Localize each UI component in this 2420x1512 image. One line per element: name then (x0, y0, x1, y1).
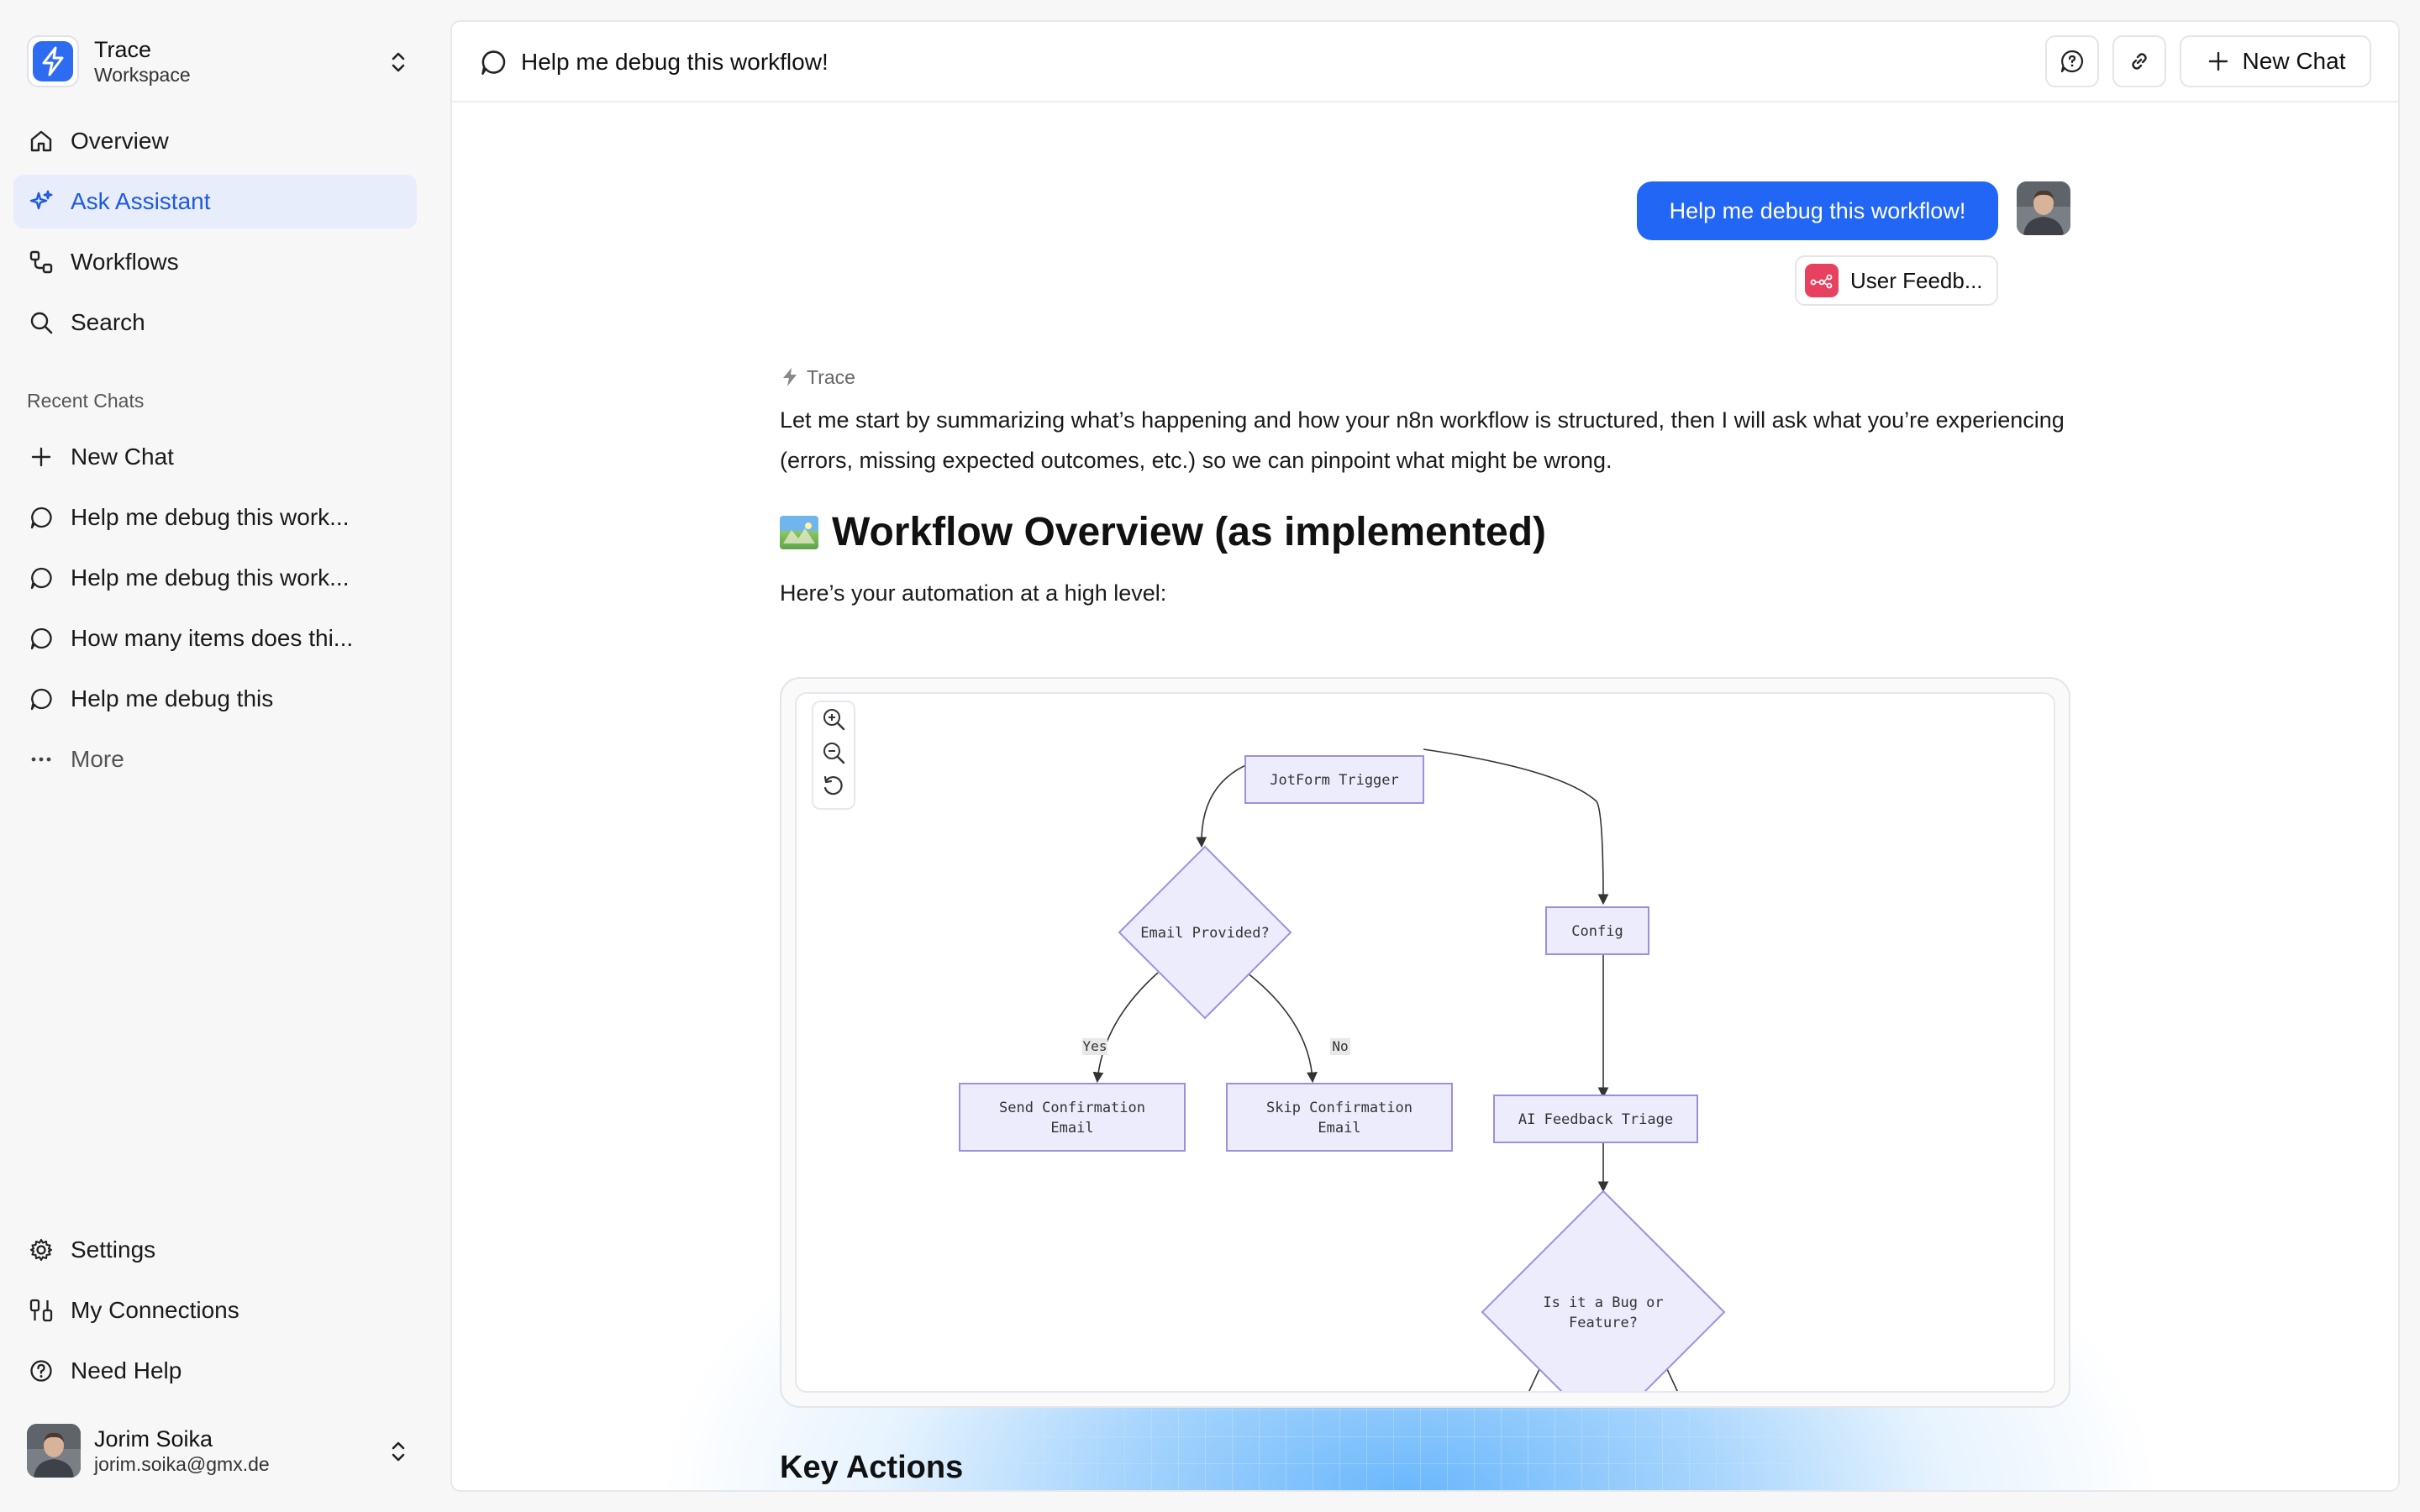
link-icon (2132, 53, 2147, 70)
plus-icon (27, 443, 55, 471)
node-send-confirmation-label-1: Send Confirmation (999, 1100, 1145, 1116)
nav-overview-label: Overview (71, 128, 169, 154)
edge-label-yes: Yes (1083, 1038, 1107, 1054)
chat-title: Help me debug this workflow! (521, 49, 829, 75)
node-send-confirmation (959, 1083, 1186, 1152)
avatar (2017, 181, 2070, 235)
recent-chat-item[interactable]: Help me debug this work... (13, 491, 417, 544)
nav-settings[interactable]: Settings (13, 1223, 417, 1277)
new-chat-button[interactable]: New Chat (2180, 35, 2371, 87)
chevron-up-down-icon (392, 1441, 405, 1462)
help-circle-icon (27, 1357, 55, 1385)
section-heading: Workflow Overview (as implemented) (780, 509, 2074, 555)
recent-chat-label: Help me debug this work... (71, 564, 350, 591)
chat-bubble-icon (479, 48, 508, 76)
node-skip-confirmation (1226, 1083, 1453, 1152)
gear-icon (27, 1236, 55, 1264)
flowchart: Yes No JotForm Trigger Email Provided? C… (959, 748, 1726, 1391)
more-label: More (71, 746, 124, 772)
edge-trigger-config (1423, 748, 1609, 906)
nav-search[interactable]: Search (13, 296, 417, 349)
assistant-name: Trace (807, 365, 855, 388)
more-chats-link[interactable]: More (13, 732, 417, 786)
section-heading-text: Workflow Overview (as implemented) (832, 510, 1547, 554)
search-icon (27, 308, 55, 337)
copy-link-button[interactable] (2112, 35, 2166, 87)
section-subtext: Here’s your automation at a high level: (780, 580, 1167, 606)
chat-bubble-icon (27, 503, 55, 532)
nav-workflows-label: Workflows (71, 249, 179, 275)
chat-header: Help me debug this workflow! New Chat (452, 22, 2398, 102)
nav-ask-assistant[interactable]: Ask Assistant (13, 175, 417, 228)
nav-my-connections[interactable]: My Connections (13, 1284, 417, 1337)
workflow-icon (27, 248, 55, 276)
recent-chats-heading: Recent Chats (27, 390, 145, 412)
feedback-button[interactable] (2045, 35, 2099, 87)
user-name: Jorim Soika (94, 1426, 213, 1452)
workflow-diagram[interactable]: Yes No JotForm Trigger Email Provided? C… (795, 692, 2055, 1393)
recent-chat-item[interactable]: Help me debug this work... (13, 551, 417, 605)
recent-chat-item[interactable]: How many items does thi... (13, 612, 417, 665)
chevron-up-down-icon (392, 52, 405, 72)
chat-thread: Help me debug this workflow! User Feedb.… (452, 102, 2398, 1490)
new-chat-button-label: New Chat (2242, 48, 2346, 74)
nav-search-label: Search (71, 309, 145, 335)
assistant-intro: Let me start by summarizing what’s happe… (780, 407, 2065, 473)
workspace-logo (27, 35, 79, 87)
user-email: jorim.soika@gmx.de (94, 1453, 270, 1475)
workspace-subtitle: Workspace (94, 64, 191, 86)
workspace-switcher[interactable]: Trace Workspace (27, 32, 413, 91)
attachment-chip[interactable]: User Feedb... (1795, 255, 1998, 306)
plus-icon (2206, 49, 2231, 74)
diagram-card: Yes No JotForm Trigger Email Provided? C… (780, 677, 2070, 1408)
assistant-message: Trace Let me start by summarizing what’s… (780, 365, 2074, 606)
sparkles-icon (27, 187, 55, 216)
nav-need-help[interactable]: Need Help (13, 1344, 417, 1398)
bolt-icon (783, 368, 797, 386)
chat-panel: Help me debug this workflow! New Chat He… (450, 20, 2400, 1492)
key-actions-heading: Key Actions (780, 1450, 964, 1485)
workspace-name: Trace (94, 37, 152, 62)
chat-bubble-icon (27, 564, 55, 592)
attachment-label: User Feedb... (1850, 267, 1983, 293)
nav-overview[interactable]: Overview (13, 114, 417, 168)
recent-chat-label: Help me debug this (71, 685, 274, 711)
ellipsis-icon (27, 745, 55, 774)
user-menu[interactable]: Jorim Soika jorim.soika@gmx.de (27, 1421, 413, 1480)
recent-chat-item[interactable]: Help me debug this (13, 672, 417, 726)
workflow-attachment-icon (1805, 264, 1839, 297)
node-ai-feedback-triage-label: AI Feedback Triage (1518, 1111, 1673, 1128)
help-bubble-icon (2060, 50, 2084, 73)
bolt-icon (42, 46, 64, 76)
home-icon (27, 127, 55, 155)
node-send-confirmation-label-2: Email (1050, 1120, 1093, 1137)
node-jotform-trigger-label: JotForm Trigger (1270, 772, 1399, 789)
connections-icon (27, 1296, 55, 1325)
chat-bubble-icon (27, 624, 55, 653)
node-bug-or-feature-label-1: Is it a Bug or (1543, 1294, 1663, 1311)
nav-need-help-label: Need Help (71, 1357, 182, 1383)
nav-settings-label: Settings (71, 1236, 156, 1263)
node-bug-or-feature (1481, 1189, 1726, 1391)
node-bug-or-feature-label-2: Feature? (1569, 1315, 1638, 1331)
sidebar: Trace Workspace Overview Ask Assistant W… (0, 0, 445, 1512)
nav-ask-assistant-label: Ask Assistant (71, 188, 211, 214)
node-email-provided-label: Email Provided? (1140, 925, 1270, 942)
edge-yes (1092, 972, 1159, 1084)
node-config-label: Config (1571, 923, 1623, 940)
new-chat-link[interactable]: New Chat (13, 430, 417, 484)
new-chat-label: New Chat (71, 444, 174, 470)
chat-bubble-icon (27, 685, 55, 713)
node-skip-confirmation-label-1: Skip Confirmation (1266, 1100, 1413, 1116)
nav-workflows[interactable]: Workflows (13, 235, 417, 289)
edge-no (1246, 972, 1318, 1084)
recent-chat-label: Help me debug this work... (71, 504, 350, 530)
edge-label-no: No (1332, 1038, 1348, 1054)
user-message: Help me debug this workflow! (1637, 181, 1998, 240)
node-skip-confirmation-label-2: Email (1318, 1120, 1360, 1137)
nav-my-connections-label: My Connections (71, 1297, 239, 1323)
recent-chat-label: How many items does thi... (71, 625, 354, 651)
map-emoji-icon (780, 515, 818, 549)
avatar (27, 1424, 81, 1478)
